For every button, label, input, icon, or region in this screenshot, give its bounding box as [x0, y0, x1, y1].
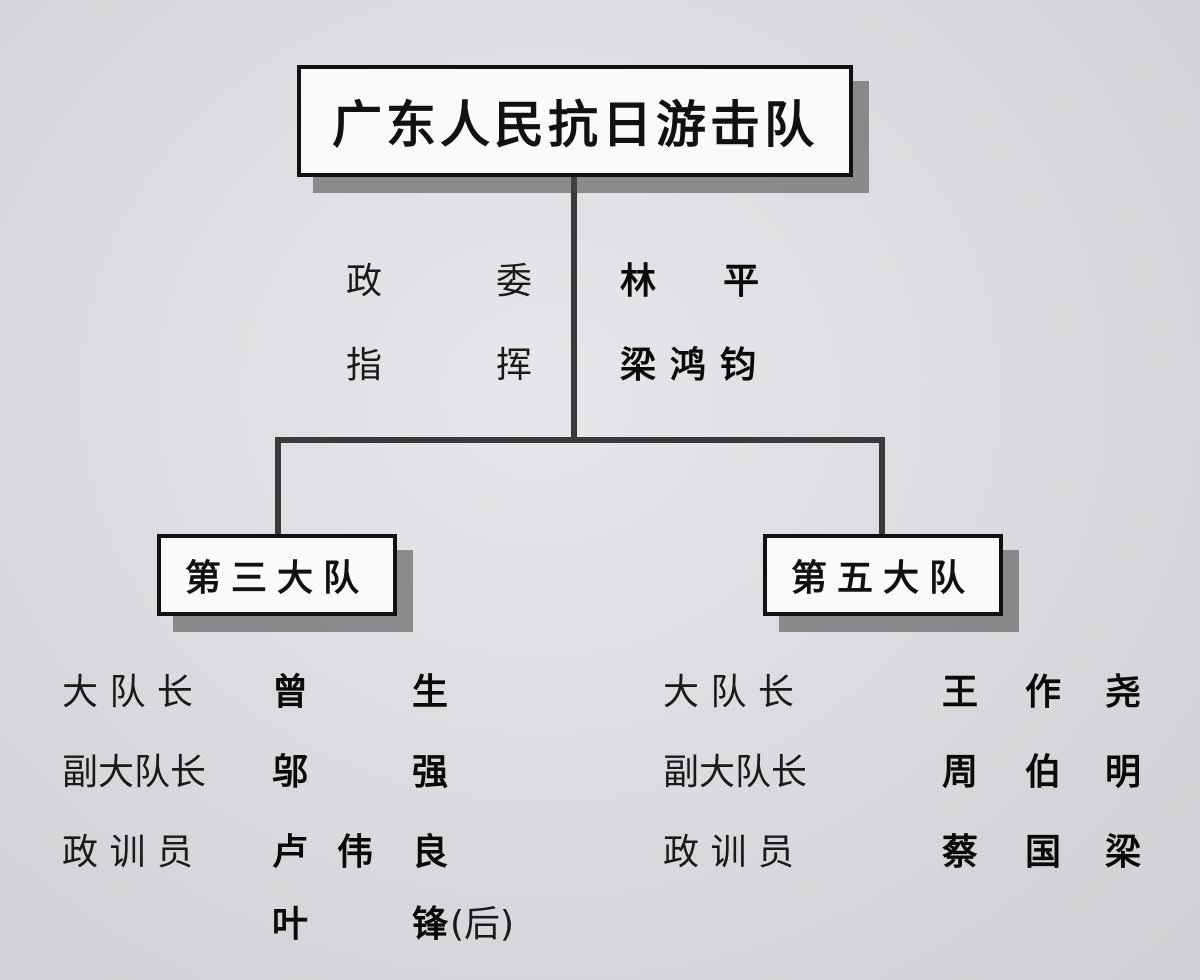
unit-box-left: 第三大队 [157, 534, 397, 616]
right-role: 大 队 长 [663, 672, 794, 713]
left-name-char: 锋 [412, 904, 449, 945]
left-role: 政 训 员 [62, 832, 193, 873]
connector-vertical-main [571, 169, 577, 441]
left-name-char: 卢 [272, 832, 309, 873]
connector-right-drop [879, 437, 885, 534]
left-name-char: 强 [412, 752, 449, 793]
left-role: 副大队长 [62, 752, 207, 793]
left-name-char: 叶 [272, 904, 309, 945]
unit-box-right: 第五大队 [763, 534, 1003, 616]
leader-role-char: 委 [496, 261, 533, 302]
leader-name: 梁鸿钧 [620, 345, 771, 386]
leader-role-char: 指 [346, 345, 383, 386]
right-name-char: 梁 [1105, 832, 1142, 873]
right-name-char: 尧 [1105, 672, 1142, 713]
left-name-char: 邬 [272, 752, 309, 793]
connector-horizontal [275, 437, 885, 443]
left-note: (后) [450, 904, 515, 945]
right-name-char: 伯 [1025, 752, 1062, 793]
left-name-char: 伟 [337, 832, 374, 873]
leader-role-char: 政 [346, 261, 383, 302]
right-role: 政 训 员 [663, 832, 794, 873]
right-name-char: 国 [1025, 832, 1062, 873]
leader-name: 林 平 [620, 261, 774, 302]
right-name-char: 周 [942, 752, 979, 793]
right-name-char: 明 [1105, 752, 1142, 793]
org-title: 广东人民抗日游击队 [332, 96, 818, 154]
leader-role-char: 挥 [496, 345, 533, 386]
left-name-char: 良 [412, 832, 449, 873]
right-name-char: 王 [942, 672, 979, 713]
left-name-char: 生 [412, 672, 449, 713]
unit-name-left: 第三大队 [184, 558, 369, 599]
right-name-char: 蔡 [942, 832, 979, 873]
connector-left-drop [275, 437, 281, 534]
left-role: 大 队 长 [62, 672, 193, 713]
right-role: 副大队长 [663, 752, 808, 793]
org-title-box: 广东人民抗日游击队 [297, 65, 853, 177]
left-name-char: 曾 [272, 672, 309, 713]
unit-name-right: 第五大队 [790, 558, 975, 599]
right-name-char: 作 [1025, 672, 1062, 713]
